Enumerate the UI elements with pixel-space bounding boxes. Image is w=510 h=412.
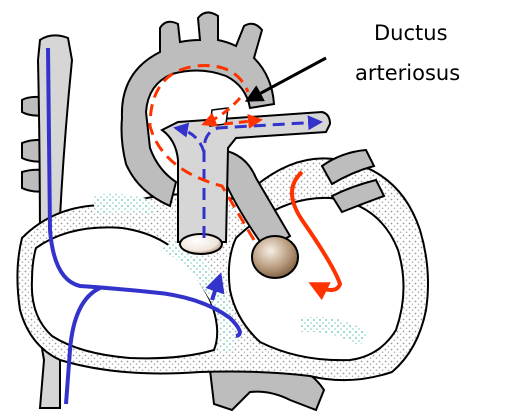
ductus-label-line2: arteriosus — [355, 63, 460, 84]
ductus-label-line1: Ductus — [374, 23, 448, 44]
aortic-valve — [252, 236, 298, 278]
pulmonary-valve — [180, 234, 222, 254]
upper-speckle — [92, 194, 156, 214]
